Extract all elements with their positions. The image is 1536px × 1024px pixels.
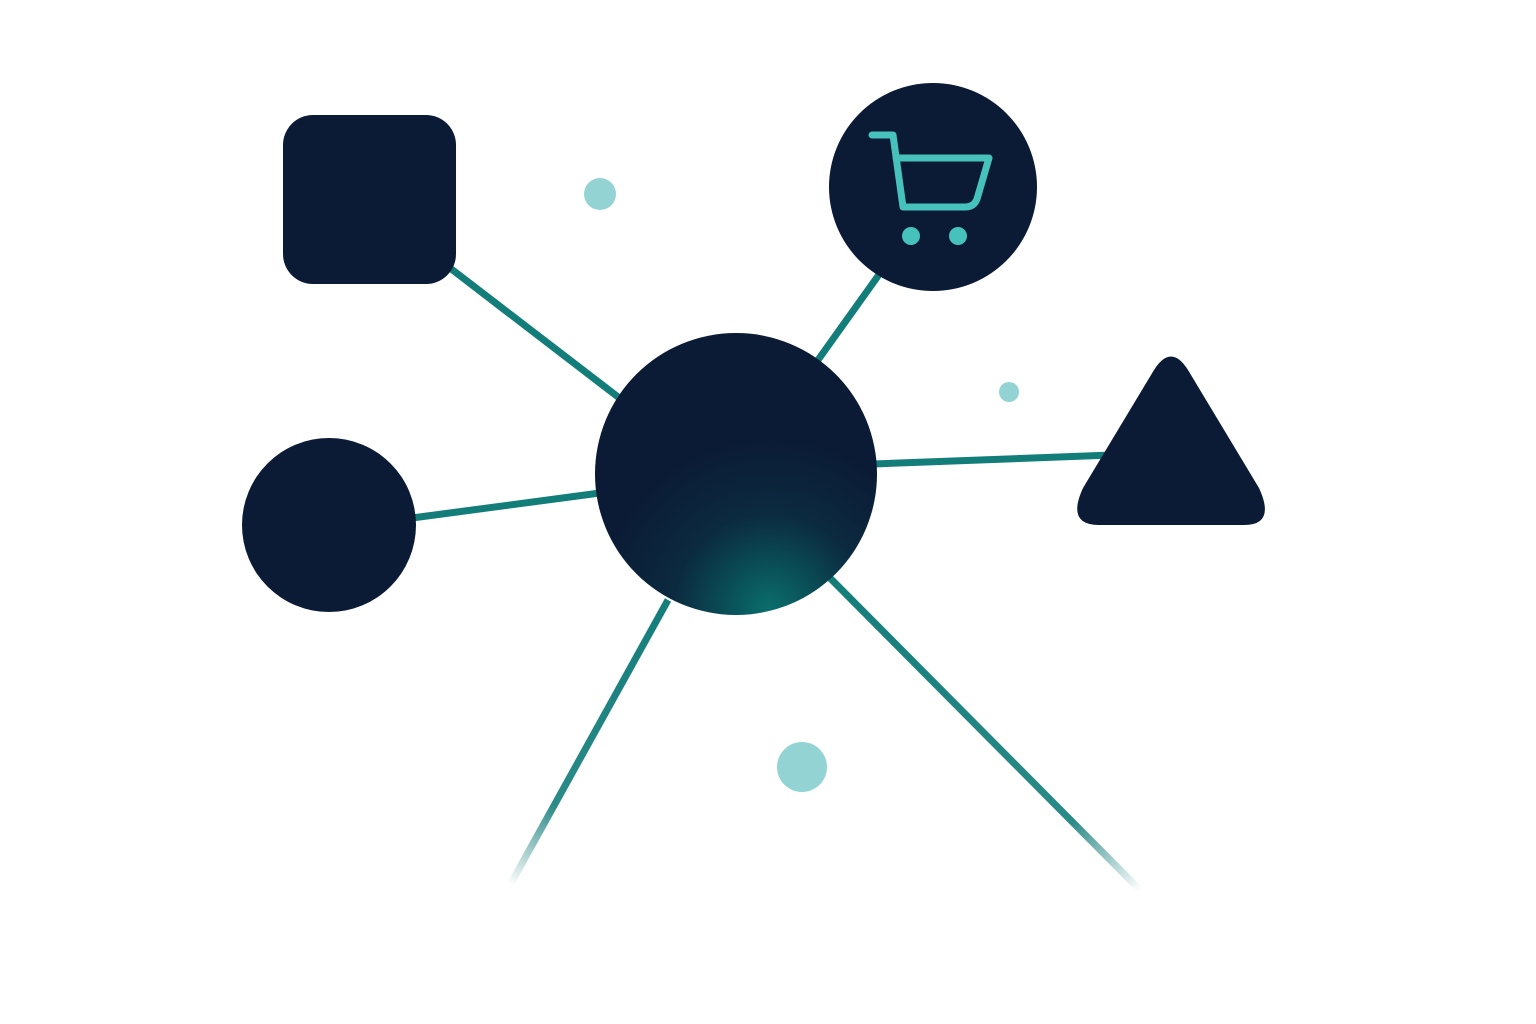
accent-dot-bottom [777,742,827,792]
accent-dot-right [999,382,1019,402]
accent-dot-top [584,178,616,210]
cart-node [829,83,1037,291]
connector-lower-left [506,598,672,887]
connectors [408,264,1143,893]
cart-node-circle [829,83,1037,291]
connector-circle [408,489,604,522]
shopping-cart-icon [868,131,993,245]
circle-node [242,438,416,612]
connector-triangle [870,451,1116,468]
central-hub-node [595,333,877,615]
triangle-node [1077,356,1265,525]
connector-lower-right [827,575,1143,893]
square-node [283,115,456,284]
accent-dots [584,178,1019,792]
connector-square [446,264,626,404]
connector-cart [814,272,882,364]
